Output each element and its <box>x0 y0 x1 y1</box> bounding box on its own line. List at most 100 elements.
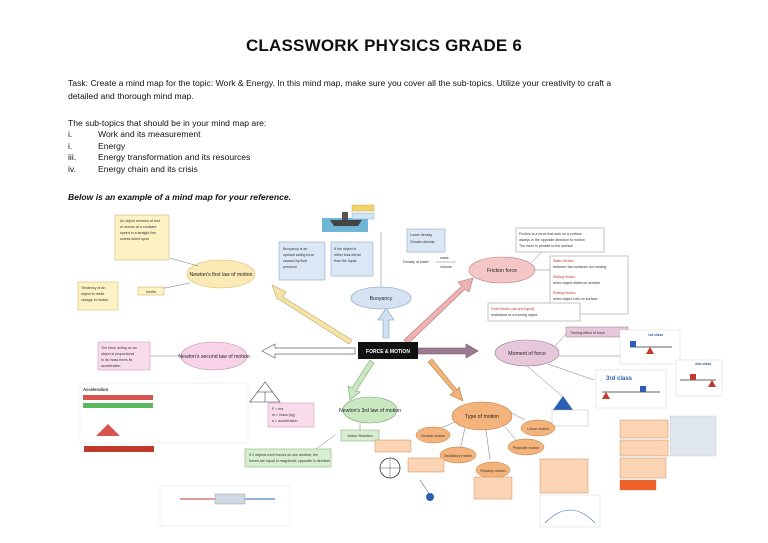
list-item-number: iv. <box>68 163 76 174</box>
friction-label: Friction force <box>487 268 517 274</box>
note-text: Fluid friction (air and liquid) <box>491 307 534 311</box>
connector-line <box>459 427 466 451</box>
oscillatory-node <box>439 446 477 464</box>
note-text: forces are equal in magnitude, opposite … <box>249 459 330 463</box>
lever-diagram-1: 1st class <box>619 329 681 365</box>
note-text: pressure <box>283 265 297 269</box>
note-text: The force acting on an <box>101 346 137 350</box>
fma-triangle-icon <box>249 381 281 403</box>
ferris-wheel-icon <box>379 457 401 479</box>
types-label: Type of motion <box>465 414 499 420</box>
oscillatory-label: Oscillatory motion <box>444 454 473 458</box>
list-item: i. Energy <box>68 141 250 153</box>
note-text: speed in a straight line <box>120 231 156 235</box>
linear-node <box>520 419 556 437</box>
note-text: Turning effect of force <box>570 331 605 335</box>
note-text: between two surfaces not moving <box>553 265 606 269</box>
connector-line <box>504 426 519 443</box>
note-box <box>77 281 119 311</box>
note-text: change in motion <box>81 298 108 302</box>
connector-line <box>547 363 595 381</box>
list-item: iii. Energy transformation and its resour… <box>68 152 250 164</box>
note-text: Lower density <box>410 233 432 237</box>
note-box <box>619 479 657 491</box>
reference-note: Below is an example of a mind map for yo… <box>68 192 292 202</box>
arrow-to-moment <box>417 343 479 359</box>
types-node <box>451 401 513 431</box>
note-text: Tendency of an <box>81 286 105 290</box>
subtopics-list: i. Work and its measurement i. Energy iii.… <box>68 129 250 175</box>
arrow-to-first-law <box>271 284 353 345</box>
triangle-icon <box>96 424 120 436</box>
svg-text:1st class: 1st class <box>648 333 663 337</box>
first-law-label: Newton's first law of motion <box>190 272 253 278</box>
note-text: acceleration <box>101 364 120 368</box>
note-box <box>619 457 667 479</box>
note-text: Static friction <box>553 259 574 263</box>
acceleration-title: Acceleration <box>83 387 109 392</box>
note-text: object to resist <box>81 292 104 296</box>
list-item-number: iii. <box>68 152 77 163</box>
note-text: to its mass times its <box>101 358 133 362</box>
note-text: An object remains at rest <box>120 219 160 223</box>
note-box <box>473 476 513 500</box>
list-item-number: i. <box>68 140 73 151</box>
list-item-text: Work and its measurement <box>98 129 201 139</box>
note-text: upward acting force <box>283 253 314 257</box>
note-text: Greater density <box>410 240 435 244</box>
rotatory-label: Rotatory motion <box>480 469 505 473</box>
note-text: m = mass (kg) <box>272 413 295 417</box>
note-box <box>278 241 326 281</box>
density-label: Density of water <box>403 260 430 264</box>
arrow-to-types <box>427 358 464 402</box>
note-text: a = acceleration <box>272 419 297 423</box>
note-text: If the object is <box>334 247 356 251</box>
svg-text:3rd class: 3rd class <box>606 376 633 382</box>
note-box <box>267 402 315 428</box>
note-text: unless acted upon <box>120 237 149 241</box>
connector-line <box>526 365 564 398</box>
acceleration-banner <box>83 395 153 400</box>
note-box <box>374 439 412 453</box>
task-line-1: Task: Create a mind map for the topic: W… <box>68 78 612 88</box>
list-item-text: Energy transformation and its resources <box>98 152 251 163</box>
note-text: either less dense <box>334 253 361 257</box>
subtopics-intro: The sub-topics that should be in your mi… <box>68 118 267 128</box>
volume-label: volume <box>440 265 452 269</box>
formula-bar <box>84 446 154 452</box>
list-item-text: Energy chain and its crisis <box>98 163 198 174</box>
projectile-node <box>507 438 545 456</box>
arrow-to-buoyancy <box>377 307 395 339</box>
note-text: Buoyancy is an <box>283 247 307 251</box>
arrow-to-friction <box>403 277 474 345</box>
deceleration-banner <box>83 403 153 408</box>
lever-diagram-3: 3rd class <box>595 369 667 409</box>
mass-label: mass <box>440 256 449 260</box>
note-text: or moves at a constant <box>120 225 156 229</box>
lever-diagram-2: 2nd class <box>675 359 723 397</box>
note-text: Friction is a force that acts on a surfa… <box>519 232 582 236</box>
note-text: when object slides on surface <box>553 281 600 285</box>
moment-formula-icon <box>551 396 589 427</box>
note-text: always in the opposite direction to moti… <box>519 238 585 242</box>
center-node-label: FORCE & MOTION <box>366 349 410 355</box>
note-box <box>406 228 446 253</box>
center-node <box>358 342 418 359</box>
list-item: i. Work and its measurement <box>68 129 250 141</box>
note-text: Sliding friction <box>553 275 575 279</box>
note-box <box>515 227 605 253</box>
connector-line <box>159 282 191 290</box>
action-reaction-label: Action-Reaction <box>347 434 372 438</box>
rocket-diagram <box>159 485 291 527</box>
first-law-node <box>186 259 256 289</box>
arrow-to-second-law <box>261 343 356 359</box>
connector-line <box>485 429 491 461</box>
note-box <box>97 341 151 371</box>
third-law-node <box>342 396 398 424</box>
list-item-text: Energy <box>98 140 126 151</box>
list-item-number: i. <box>68 129 73 139</box>
arrow-to-third-law <box>347 359 375 401</box>
ship-icon <box>322 204 375 232</box>
note-box <box>330 241 374 277</box>
